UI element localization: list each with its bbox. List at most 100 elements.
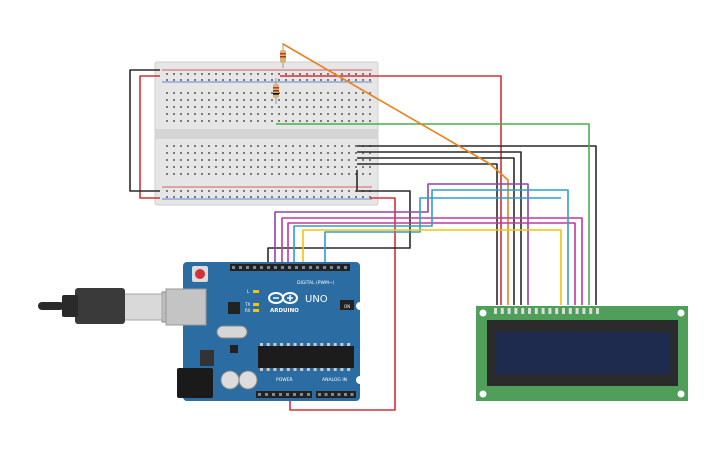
hole [285,113,287,115]
hole [166,159,168,161]
hole [250,190,252,192]
hole [257,190,259,192]
hole [278,166,280,168]
hole [187,113,189,115]
hole [320,99,322,101]
wire-yellow [302,229,562,305]
hole [327,106,329,108]
hole [180,73,182,75]
hole [299,79,301,81]
hole [222,152,224,154]
hole [215,173,217,175]
hole [369,113,371,115]
hole [229,196,231,198]
hole [341,113,343,115]
hole [243,196,245,198]
breadboard[interactable] [154,61,379,206]
hole [309,266,312,269]
hole [194,92,196,94]
hole [348,159,350,161]
hole [250,152,252,154]
hole [582,308,586,314]
hole [292,159,294,161]
hole [271,190,273,192]
hole [187,159,189,161]
arduino-board[interactable]: L TX RX ON ARDUINO UNO DIGITAL (PWM~) PO… [165,262,364,401]
hole [369,159,371,161]
hole [264,73,266,75]
hole [320,152,322,154]
hole [180,106,182,108]
wire-black-gnd [129,69,160,192]
hole [285,173,287,175]
hole [568,308,572,314]
hole [344,393,347,396]
hole [292,73,294,75]
hole [327,79,329,81]
hole [306,92,308,94]
hole [264,92,266,94]
hole [299,73,301,75]
hole [344,266,347,269]
hole [250,196,252,198]
hole [293,368,297,371]
hole [313,173,315,175]
hole [236,152,238,154]
hole [362,92,364,94]
hole [320,196,322,198]
hole [278,120,280,122]
hole [208,173,210,175]
hole [278,113,280,115]
dc-jack [177,368,213,398]
hole [166,73,168,75]
hole [201,113,203,115]
hole [330,266,333,269]
hole [313,106,315,108]
hole [306,152,308,154]
hole [264,106,266,108]
hole [250,120,252,122]
hole [232,266,235,269]
hole [243,79,245,81]
hole [341,92,343,94]
hole [187,99,189,101]
hole [292,106,294,108]
hole [229,92,231,94]
hole [180,196,182,198]
hole [313,368,317,371]
hole [215,159,217,161]
hole [313,343,317,346]
hole [208,113,210,115]
hole [229,166,231,168]
hole [229,190,231,192]
hole [355,106,357,108]
analog-label: ANALOG IN [322,377,347,383]
hole [250,166,252,168]
hole [334,120,336,122]
resistor-top[interactable] [280,43,286,68]
hole [250,106,252,108]
hole [222,166,224,168]
hole [327,196,329,198]
hole [355,113,357,115]
hole [166,196,168,198]
hole [257,145,259,147]
hole [166,145,168,147]
hole [260,343,263,346]
lcd-display[interactable] [476,306,688,401]
hole [264,196,266,198]
hole [278,145,280,147]
hole [271,166,273,168]
hole [341,166,343,168]
hole [320,368,324,371]
hole [257,106,259,108]
hole [293,343,297,346]
resistor[interactable] [273,78,279,104]
hole [166,190,168,192]
hole [562,308,565,314]
hole [278,79,280,81]
hole [257,196,259,198]
hole [271,106,273,108]
hole [514,308,518,314]
